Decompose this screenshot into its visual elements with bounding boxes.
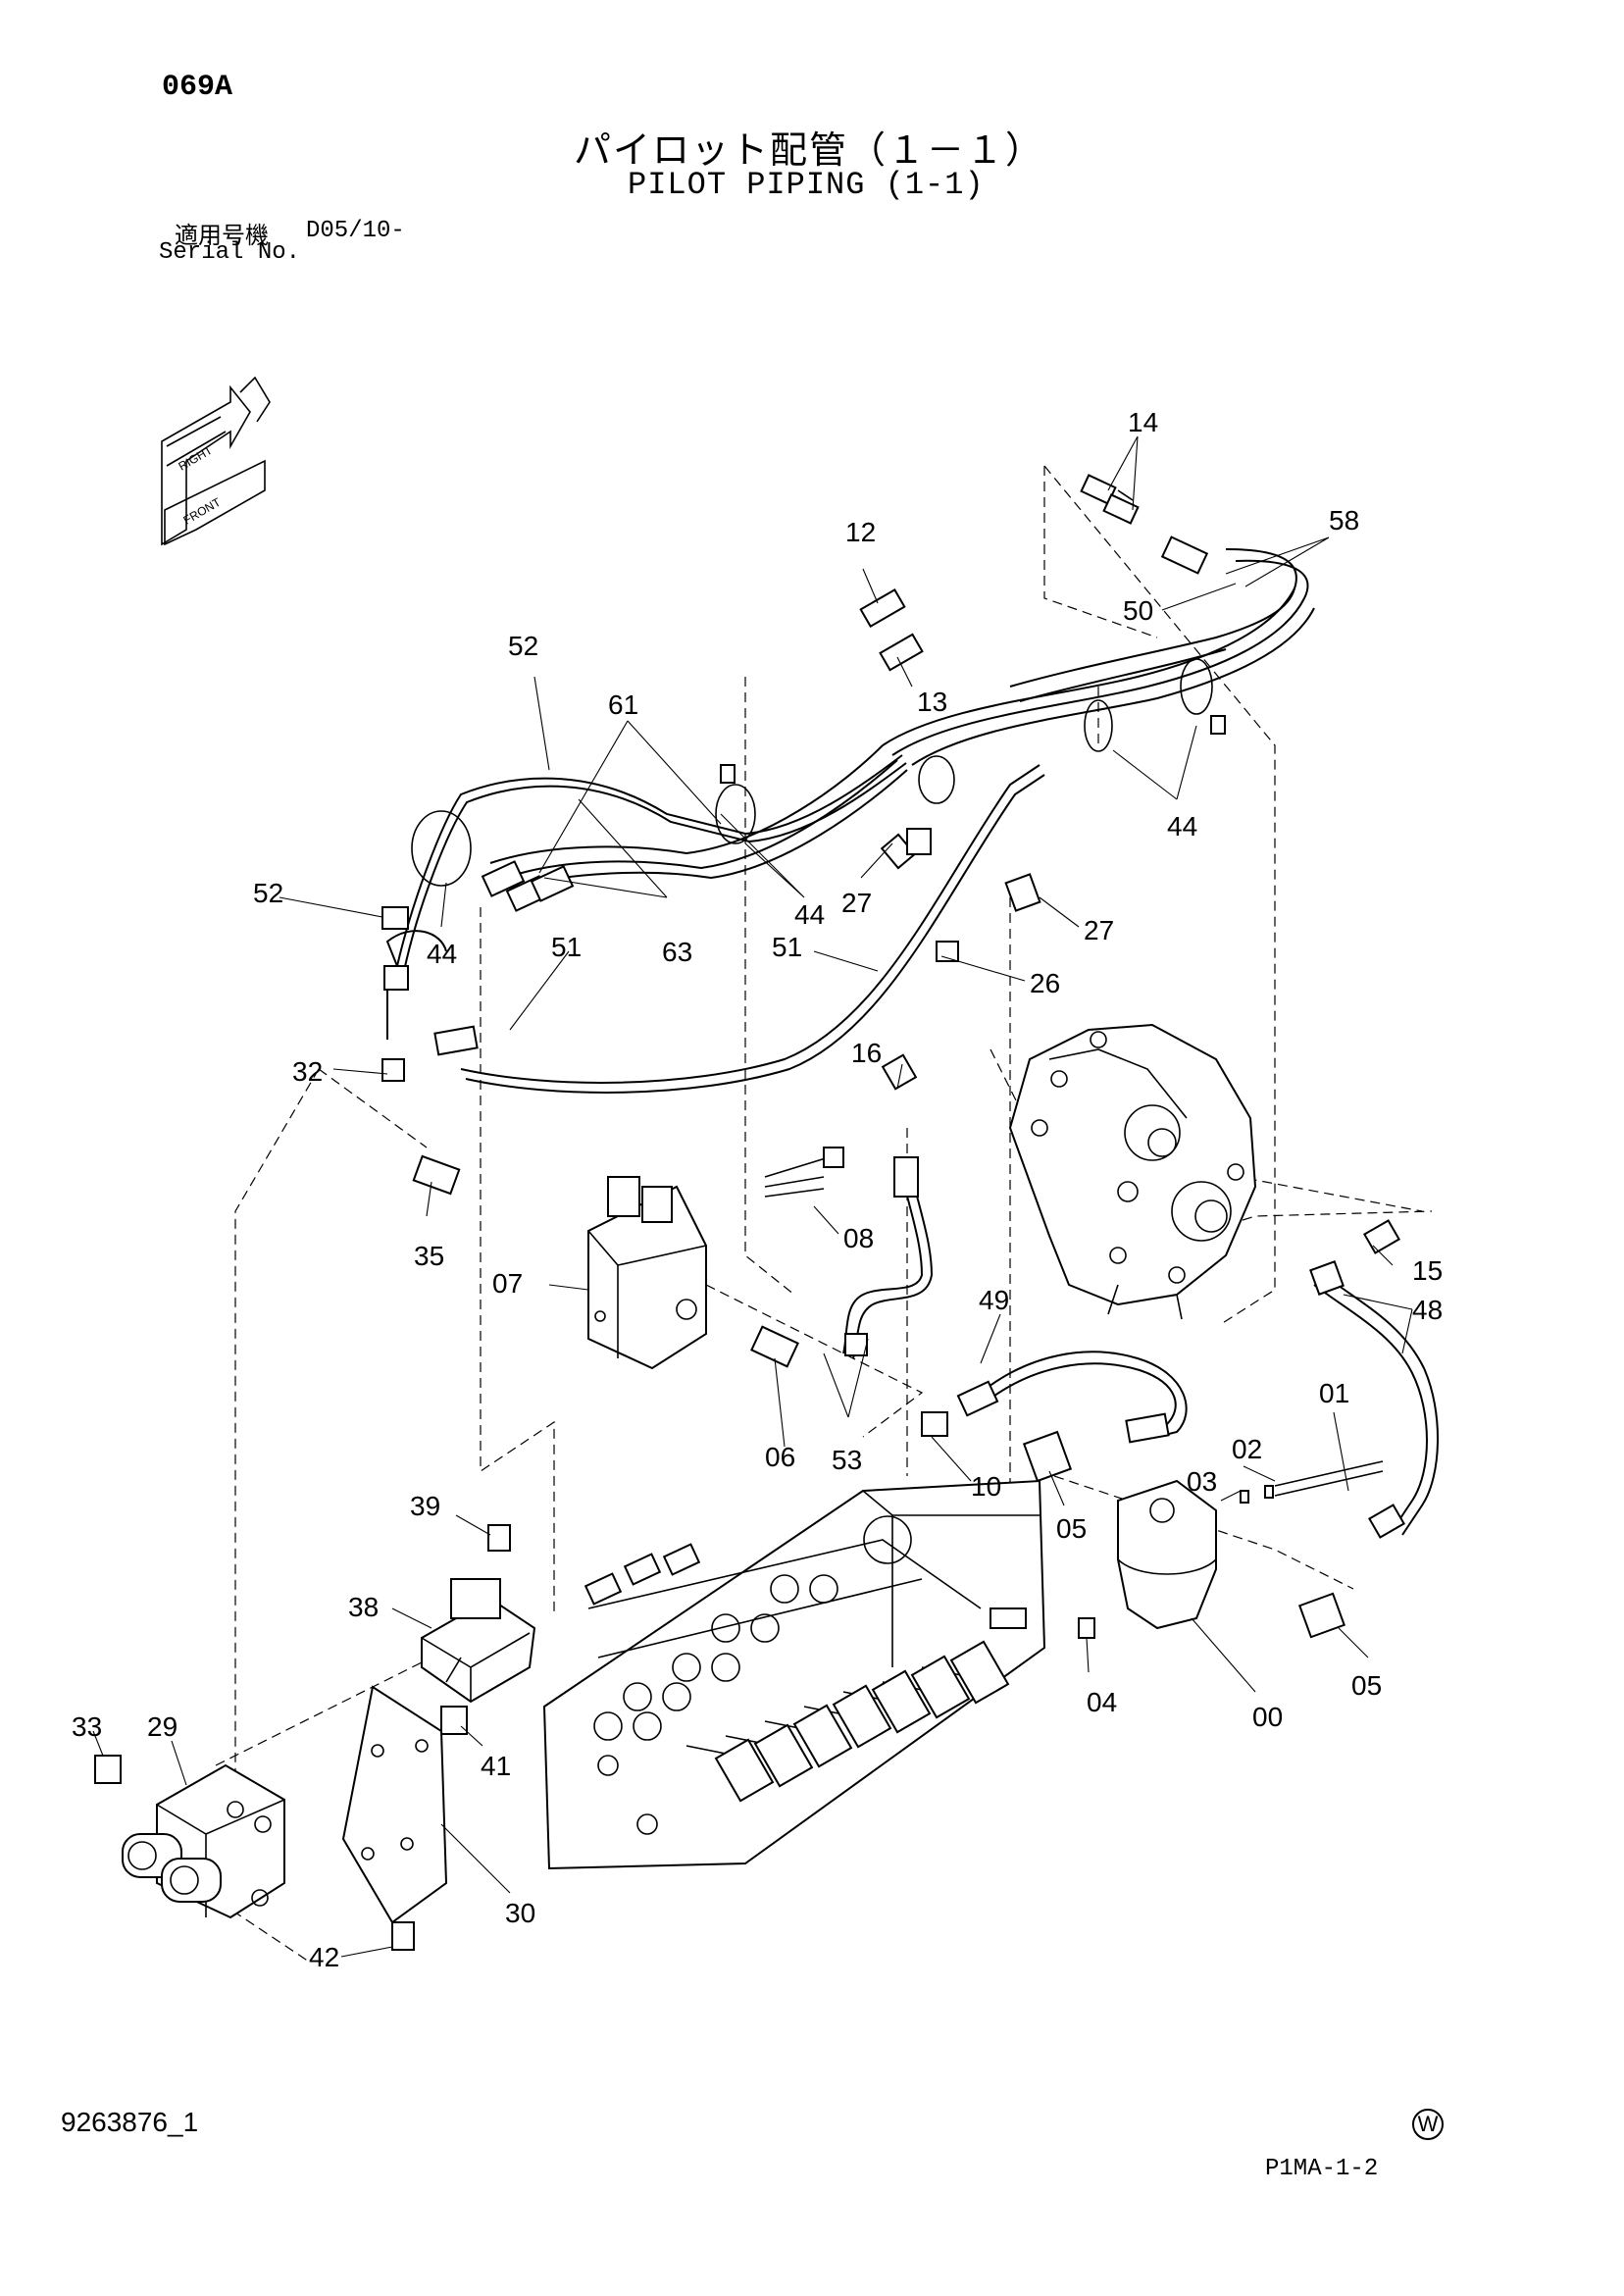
hose-clamps xyxy=(411,658,1226,887)
callout-15: 15 xyxy=(1412,1255,1443,1286)
callout-07: 07 xyxy=(492,1268,523,1299)
pump-assembly xyxy=(1008,1023,1257,1320)
accumulator-00 xyxy=(1117,1479,1217,1630)
pilot-hoses xyxy=(385,548,1440,1536)
callout-44-left: 44 xyxy=(427,939,457,969)
callout-44-right: 44 xyxy=(1167,811,1197,842)
leader-lines xyxy=(92,435,1413,1958)
callout-41: 41 xyxy=(481,1751,511,1781)
orientation-right-label: RIGHT xyxy=(177,442,216,473)
callout-61: 61 xyxy=(608,689,638,720)
callout-50: 50 xyxy=(1123,595,1153,626)
serial-label-japanese: 適用号機 xyxy=(175,222,269,249)
callout-05-right: 05 xyxy=(1351,1670,1382,1701)
callout-03: 03 xyxy=(1187,1466,1217,1497)
solenoid-valve-29 xyxy=(122,1763,285,1919)
callout-01: 01 xyxy=(1319,1378,1349,1408)
callout-16: 16 xyxy=(851,1038,882,1068)
callout-52-upper: 52 xyxy=(508,631,538,661)
callout-08: 08 xyxy=(843,1223,874,1253)
orientation-marker: RIGHT FRONT xyxy=(161,376,271,546)
watermark-symbol: W xyxy=(1412,2109,1444,2140)
callout-29: 29 xyxy=(147,1711,178,1742)
serial-value: D05/10- xyxy=(306,218,405,244)
callout-12: 12 xyxy=(845,517,876,547)
callout-33: 33 xyxy=(72,1711,102,1742)
callout-14: 14 xyxy=(1128,407,1158,437)
callout-02: 02 xyxy=(1232,1434,1262,1464)
callout-26: 26 xyxy=(1030,968,1060,998)
figure-reference: P1MA-1-2 xyxy=(1265,2156,1379,2182)
bracket-30 xyxy=(341,1685,448,1924)
callout-10: 10 xyxy=(971,1471,1001,1502)
callout-42: 42 xyxy=(309,1942,339,1972)
callout-51-left: 51 xyxy=(551,932,582,962)
callout-05-left: 05 xyxy=(1056,1513,1087,1544)
bracket-38 xyxy=(421,1578,536,1704)
valve-block-07 xyxy=(587,1147,844,1370)
callout-13: 13 xyxy=(917,687,947,717)
document-id: 9263876_1 xyxy=(61,2107,199,2137)
title-japanese: パイロット配管（１－１） xyxy=(574,128,1045,172)
callout-63: 63 xyxy=(662,937,692,967)
callout-04: 04 xyxy=(1087,1687,1117,1717)
callout-06: 06 xyxy=(765,1442,795,1472)
callout-27-right: 27 xyxy=(1084,915,1114,945)
page-code: 069A xyxy=(162,71,233,104)
callout-labels: 14 58 50 12 13 52 61 44 44 44 27 27 52 6… xyxy=(72,407,1443,1972)
callout-35: 35 xyxy=(414,1241,444,1271)
callout-39: 39 xyxy=(410,1491,440,1521)
callout-51-right: 51 xyxy=(772,932,802,962)
callout-52-lower: 52 xyxy=(253,878,283,908)
callout-48: 48 xyxy=(1412,1295,1443,1325)
title-english: PILOT PIPING (1-1) xyxy=(628,167,985,203)
callout-53: 53 xyxy=(832,1445,862,1475)
callout-27-left: 27 xyxy=(841,888,872,918)
callout-49: 49 xyxy=(979,1285,1009,1315)
callout-58: 58 xyxy=(1329,505,1359,536)
callout-38: 38 xyxy=(348,1592,379,1622)
serial-label-english: Serial No. xyxy=(159,239,301,266)
callout-44-middle: 44 xyxy=(794,899,825,930)
callout-00: 00 xyxy=(1252,1702,1283,1732)
callout-30: 30 xyxy=(505,1898,535,1928)
control-valve xyxy=(542,1479,1046,1870)
callout-32: 32 xyxy=(292,1056,323,1087)
fittings xyxy=(94,474,1405,1951)
